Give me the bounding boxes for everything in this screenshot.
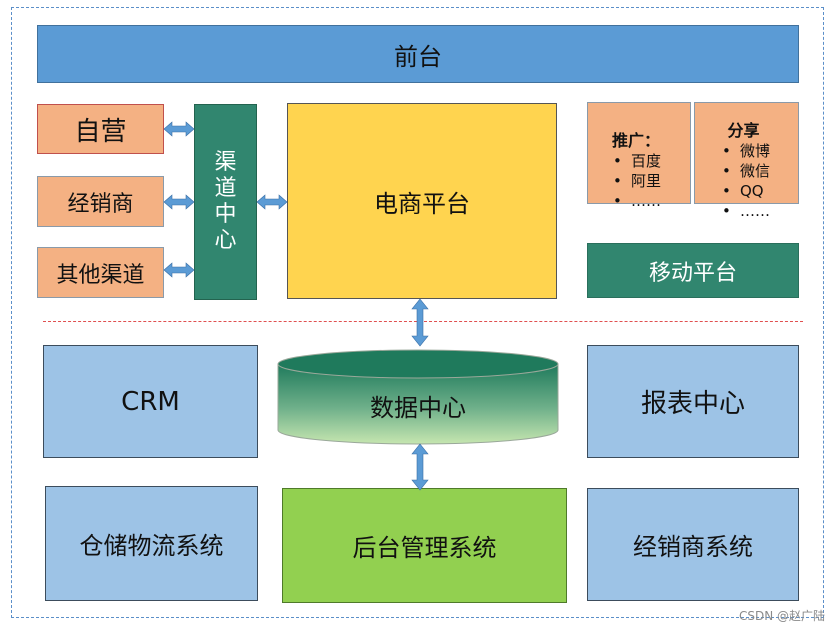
share-title: 分享 bbox=[727, 121, 760, 140]
promotion-box: 推广： 百度 阿里 …… bbox=[587, 102, 691, 211]
share-item: QQ bbox=[722, 181, 798, 201]
warehouse-logistics-system: 仓储物流系统 bbox=[45, 486, 258, 601]
data-center-cylinder bbox=[277, 349, 559, 445]
channel-center-char: 渠 bbox=[214, 150, 237, 175]
promotion-title: 推广： bbox=[612, 131, 661, 150]
arrow-self-to-channel-center bbox=[163, 121, 195, 137]
arrow-data-center-to-backend bbox=[411, 443, 429, 491]
promotion-item: 阿里 bbox=[613, 171, 690, 191]
mobile-platform: 移动平台 bbox=[587, 243, 799, 298]
share-item: 微信 bbox=[722, 161, 798, 181]
dealer-system: 经销商系统 bbox=[587, 488, 799, 601]
arrow-dealer-to-channel-center bbox=[163, 194, 195, 210]
promotion-item: 百度 bbox=[613, 151, 690, 171]
arrow-other-to-channel-center bbox=[163, 262, 195, 278]
watermark: CSDN @赵广陆 bbox=[738, 609, 825, 623]
channel-self-operated: 自营 bbox=[37, 104, 164, 154]
channel-center-char: 道 bbox=[214, 176, 237, 201]
channel-dealer: 经销商 bbox=[37, 176, 164, 227]
arrow-ecommerce-to-data-center bbox=[411, 298, 429, 347]
report-center: 报表中心 bbox=[587, 345, 799, 458]
ecommerce-platform: 电商平台 bbox=[287, 103, 557, 299]
channel-center-char: 心 bbox=[214, 228, 237, 253]
share-item: …… bbox=[722, 201, 798, 221]
backend-management-system: 后台管理系统 bbox=[282, 488, 567, 603]
crm-box: CRM bbox=[43, 345, 258, 458]
frontend-bar: 前台 bbox=[37, 25, 799, 83]
promotion-item: …… bbox=[613, 191, 690, 211]
data-center-label: 数据中心 bbox=[370, 393, 466, 422]
arrow-channel-center-to-ecommerce bbox=[256, 194, 288, 210]
share-item: 微博 bbox=[722, 141, 798, 161]
channel-center: 渠 道 中 心 bbox=[194, 104, 257, 300]
outer-frame bbox=[11, 7, 824, 618]
channel-center-char: 中 bbox=[214, 202, 237, 227]
channel-other: 其他渠道 bbox=[37, 247, 164, 298]
share-box: 分享 微博 微信 QQ …… bbox=[694, 102, 799, 221]
